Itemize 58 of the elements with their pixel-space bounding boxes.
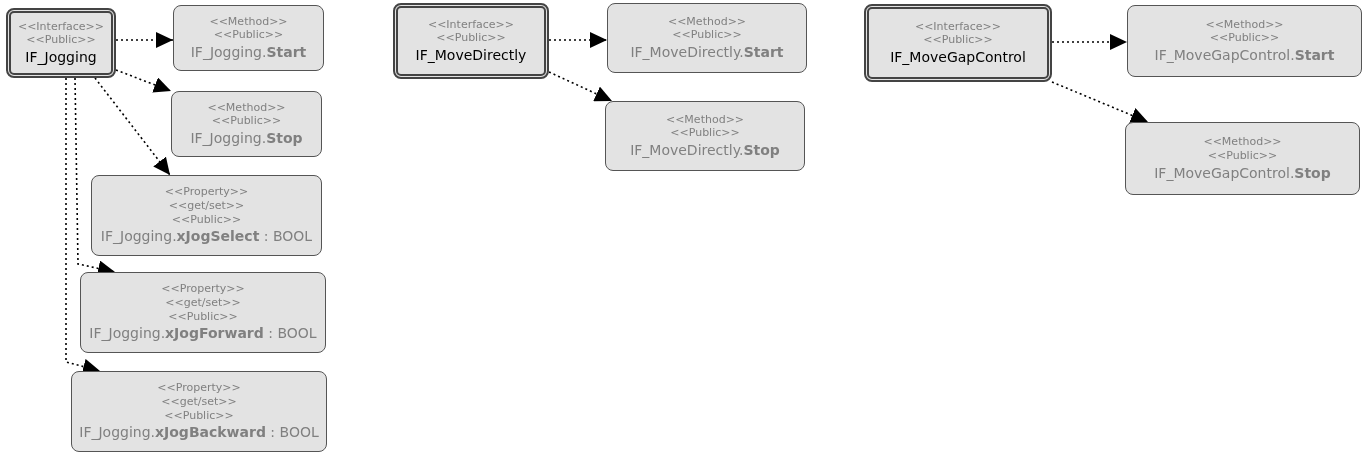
stereotype-label: <<get/set>> (165, 295, 241, 310)
member-name: IF_MoveGapControl.Start (1154, 47, 1335, 65)
member-name: IF_Jogging.xJogForward : BOOL (89, 325, 317, 343)
interface-name: IF_MoveGapControl (890, 49, 1026, 67)
stereotype-label: <<Method>> (209, 14, 288, 29)
dependency-arrow (1051, 81, 1149, 123)
member-name: IF_MoveDirectly.Stop (630, 142, 780, 160)
stereotype-label: <<Public>> (670, 126, 740, 140)
member-box (71, 371, 327, 452)
stereotype-label: <<get/set>> (168, 198, 245, 213)
member-box (1127, 5, 1362, 77)
dependency-arrow (94, 77, 171, 176)
interface-box (6, 8, 116, 78)
stereotype-label: <<Method>> (1205, 17, 1284, 32)
member-name: IF_MoveGapControl.Stop (1154, 164, 1331, 182)
dependency-arrow (1051, 34, 1128, 50)
member-box (91, 175, 322, 256)
dependency-arrow (548, 71, 613, 102)
member-box (607, 3, 807, 73)
stereotype-label: <<Method>> (1203, 135, 1282, 149)
stereotype-label: <<Interface>> (17, 19, 105, 34)
stereotype-label: <<Public>> (436, 31, 506, 45)
stereotype-label: <<Public>> (672, 28, 742, 42)
stereotype-label: <<Method>> (667, 14, 747, 29)
member-box (173, 5, 324, 71)
stereotype-label: <<Public>> (168, 309, 238, 324)
stereotype-label: <<Method>> (207, 100, 286, 115)
member-box (171, 91, 322, 157)
stereotype-label: <<Public>> (171, 212, 242, 227)
stereotype-label: <<Public>> (923, 33, 993, 47)
interface-box (864, 4, 1052, 82)
dependency-arrow (115, 69, 172, 93)
stereotype-label: <<Property>> (161, 282, 245, 296)
stereotype-label: <<Public>> (213, 28, 284, 42)
interface-box (393, 3, 549, 79)
stereotype-label: <<get/set>> (161, 394, 237, 409)
stereotype-label: <<Public>> (1209, 31, 1280, 45)
interface-name: IF_Jogging (25, 49, 97, 67)
interface-name: IF_MoveDirectly (415, 47, 527, 65)
member-name: IF_MoveDirectly.Start (630, 44, 784, 62)
stereotype-label: <<Property>> (157, 381, 241, 395)
member-name: IF_Jogging.xJogBackward : BOOL (79, 424, 319, 442)
stereotype-label: <<Method>> (665, 112, 745, 127)
stereotype-label: <<Public>> (211, 114, 282, 128)
stereotype-label: <<Public>> (1207, 148, 1278, 163)
dependency-arrow (115, 32, 174, 48)
dependency-arrow (548, 32, 608, 48)
member-name: IF_Jogging.xJogSelect : BOOL (100, 228, 313, 246)
member-box (80, 272, 326, 353)
stereotype-label: <<Public>> (164, 408, 234, 423)
stereotype-label: <<Interface>> (914, 19, 1002, 34)
stereotype-label: <<Property>> (164, 185, 249, 199)
stereotype-label: <<Interface>> (427, 17, 515, 32)
member-name: IF_Jogging.Start (190, 44, 307, 62)
member-box (605, 101, 805, 171)
member-box (1125, 122, 1360, 195)
member-name: IF_Jogging.Stop (190, 130, 303, 148)
stereotype-label: <<Public>> (26, 33, 96, 47)
